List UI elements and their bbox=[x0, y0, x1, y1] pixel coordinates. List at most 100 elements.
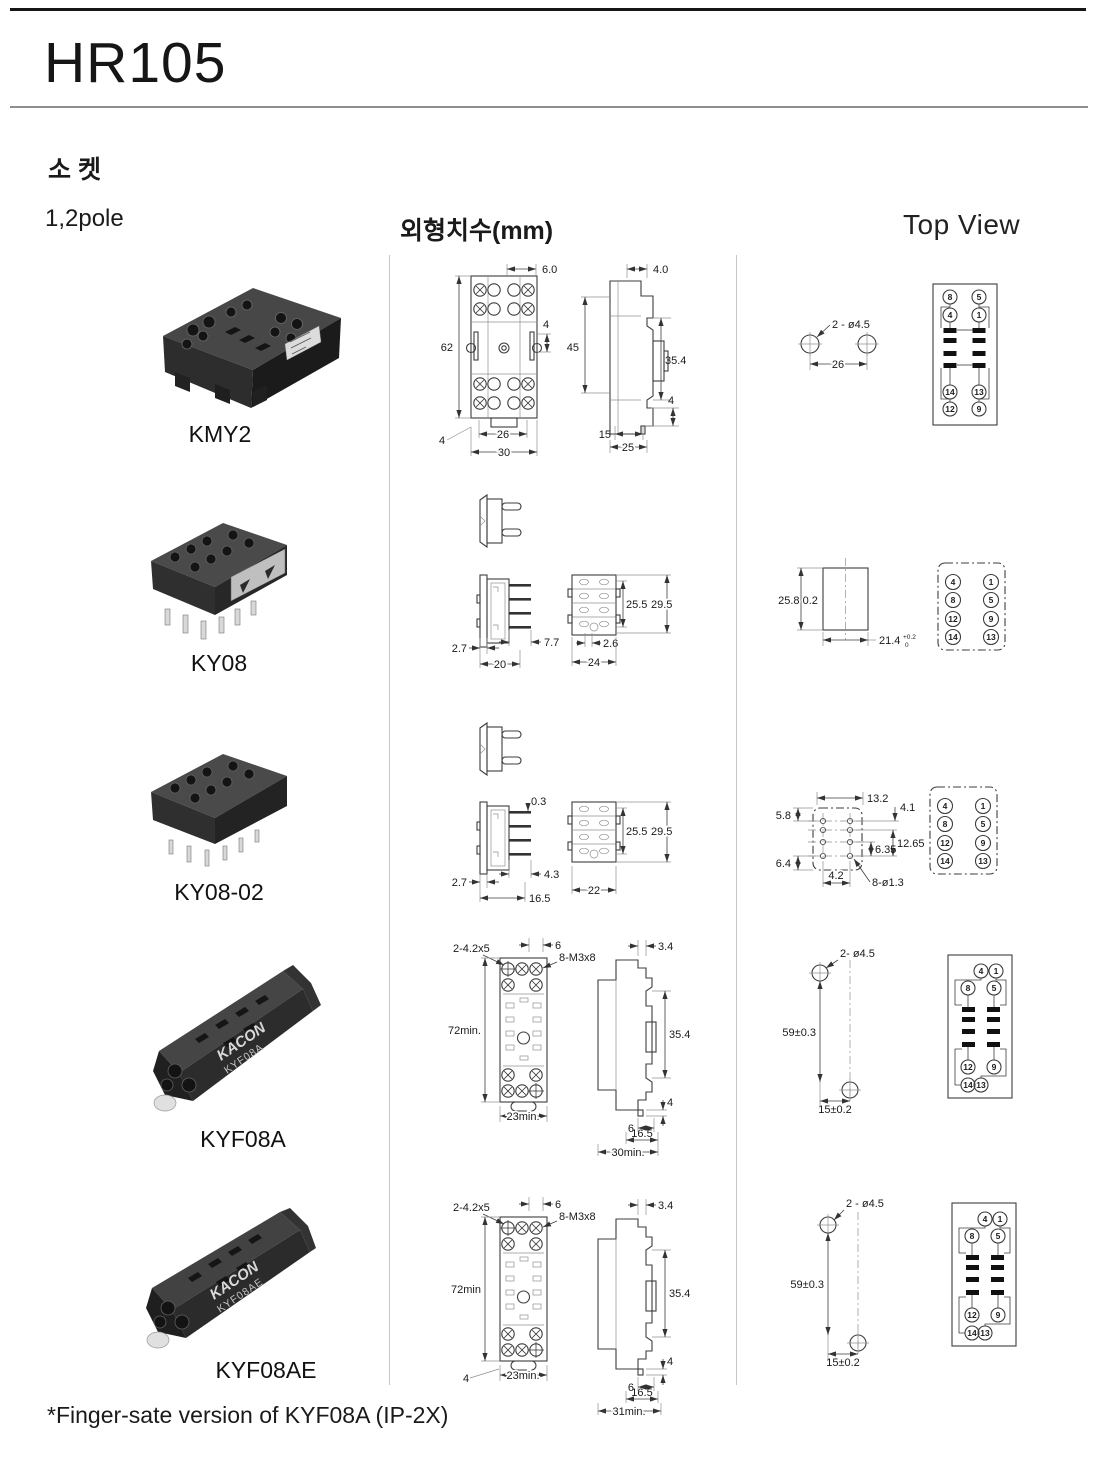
dim-label: 8-M3x8 bbox=[559, 952, 596, 964]
dim-label: 6 bbox=[628, 1123, 634, 1135]
dimensions-header: 외형치수(mm) bbox=[400, 217, 554, 245]
pin-number: 12 bbox=[940, 838, 950, 848]
dim-label: +0.2 bbox=[903, 634, 916, 641]
dim-label: 2.6 bbox=[603, 638, 618, 650]
dim-label: 6 bbox=[628, 1382, 634, 1394]
dim-label: 6 bbox=[555, 1199, 561, 1211]
dim-label: 8-ø1.3 bbox=[872, 877, 904, 889]
pin-number: 13 bbox=[978, 856, 988, 866]
pin-number: 14 bbox=[963, 1080, 973, 1090]
pin-number: 8 bbox=[951, 595, 956, 605]
pin-number: 5 bbox=[981, 819, 986, 829]
pin-number: 4 bbox=[948, 310, 953, 320]
topview-header: Top View bbox=[903, 209, 1021, 240]
dim-label: 35.4 bbox=[669, 1029, 690, 1041]
kyf08ae-photo: KACON KYF08AE bbox=[146, 1208, 316, 1349]
dim-label: 35.4 bbox=[669, 1288, 690, 1300]
dim-label: 4.3 bbox=[544, 869, 559, 881]
dim-label: 59±0.3 bbox=[790, 1279, 824, 1291]
pin-number: 1 bbox=[989, 577, 994, 587]
dim-label: 16.5 bbox=[631, 1387, 652, 1399]
dim-label: 59±0.3 bbox=[782, 1027, 816, 1039]
dim-label: 7.7 bbox=[544, 637, 559, 649]
pin-number: 12 bbox=[945, 404, 955, 414]
dim-label: 22 bbox=[588, 885, 600, 897]
dim-label: 4.1 bbox=[900, 802, 915, 814]
ky08-02-topview-drawing: 13.2 4.1 5.8 12.65 6.35 6.4 4.2 8-ø1.3 4… bbox=[776, 786, 998, 889]
dim-label: 4 bbox=[667, 1097, 673, 1109]
pin-number: 9 bbox=[989, 614, 994, 624]
dim-label: 4.2 bbox=[828, 870, 843, 882]
product-label-ky08-02: KY08-02 bbox=[174, 879, 264, 905]
dim-label: 25.8 0.2 bbox=[778, 595, 818, 607]
kyf08ae-topview-drawing: 2 - ø4.5 59±0.3 15±0.2 4 1 8 5 12 9 14 1… bbox=[789, 1198, 1017, 1369]
dim-label: 0.3 bbox=[531, 796, 546, 808]
dim-label: 21.4 bbox=[879, 635, 900, 647]
dim-label: 23min. bbox=[506, 1111, 539, 1123]
dim-label: 23min. bbox=[506, 1370, 539, 1382]
dim-label: 8-M3x8 bbox=[559, 1211, 596, 1223]
pin-number: 8 bbox=[948, 292, 953, 302]
dim-label: 30min. bbox=[611, 1147, 644, 1159]
product-label-kyf08a: KYF08A bbox=[200, 1126, 286, 1152]
pin-number: 4 bbox=[983, 1214, 988, 1224]
dim-label: 6.0 bbox=[542, 264, 557, 276]
dim-label: 15±0.2 bbox=[818, 1104, 852, 1116]
dim-label: 29.5 bbox=[651, 826, 672, 838]
kmy2-dimension-drawing: 6.0 62 4 4 26 30 4.0 45 35.4 4 15 bbox=[439, 264, 686, 461]
dim-label: 4 bbox=[668, 395, 674, 407]
pin-number: 1 bbox=[977, 310, 982, 320]
pin-number: 5 bbox=[989, 595, 994, 605]
kyf08a-dimension-drawing: 2-4.2x5 6 8-M3x8 72min. 23min. 3.4 35.4 … bbox=[446, 938, 690, 1161]
pin-number: 5 bbox=[992, 983, 997, 993]
pin-number: 9 bbox=[977, 404, 982, 414]
product-label-kmy2: KMY2 bbox=[188, 421, 252, 447]
dim-label: 12.65 bbox=[897, 838, 925, 850]
dim-label: 2-4.2x5 bbox=[453, 943, 490, 955]
dim-label: 3.4 bbox=[658, 1200, 673, 1212]
column-divider bbox=[736, 255, 737, 1385]
pin-number: 8 bbox=[970, 1231, 975, 1241]
pin-number: 9 bbox=[981, 838, 986, 848]
dim-label: 16.5 bbox=[631, 1128, 652, 1140]
pin-number: 1 bbox=[994, 966, 999, 976]
pin-number: 14 bbox=[945, 387, 955, 397]
dim-label: 2-4.2x5 bbox=[453, 1202, 490, 1214]
dim-label: 62 bbox=[441, 342, 453, 354]
dim-label: 2- ø4.5 bbox=[840, 948, 875, 960]
ky08-02-dimension-drawing: 0.3 4.3 2.7 16.5 25.5 29.5 22 bbox=[452, 722, 674, 905]
pin-number: 12 bbox=[967, 1310, 977, 1320]
pin-number: 9 bbox=[996, 1310, 1001, 1320]
dim-label: 26 bbox=[832, 359, 844, 371]
dim-label: 72min. bbox=[448, 1025, 481, 1037]
dim-label: 13.2 bbox=[867, 793, 888, 805]
dim-label: 16.5 bbox=[529, 893, 550, 905]
pin-number: 4 bbox=[979, 966, 984, 976]
dim-label: 3.4 bbox=[658, 941, 673, 953]
pin-number: 14 bbox=[967, 1328, 977, 1338]
ky08-dimension-drawing: 2.7 7.7 20 25.5 29.5 2.6 24 bbox=[452, 494, 674, 673]
dim-label: 2 - ø4.5 bbox=[846, 1198, 884, 1210]
kmy2-topview-drawing: 2 - ø4.5 26 8 5 4 1 14 13 12 9 bbox=[798, 283, 998, 426]
pin-number: 14 bbox=[940, 856, 950, 866]
title-rule bbox=[10, 106, 1088, 108]
kyf08a-photo: KACON KYF08A bbox=[153, 965, 321, 1112]
dim-label: 25 bbox=[622, 442, 634, 454]
dim-label: 30 bbox=[498, 447, 510, 459]
dim-label: 6.35 bbox=[875, 844, 896, 856]
product-label-ky08: KY08 bbox=[190, 650, 248, 676]
dim-label: 5.8 bbox=[776, 810, 791, 822]
dim-label: 29.5 bbox=[651, 599, 672, 611]
pin-number: 12 bbox=[963, 1062, 973, 1072]
column-divider bbox=[389, 255, 390, 1385]
footnote: *Finger-sate version of KYF08A (IP-2X) bbox=[47, 1402, 449, 1428]
page-title: HR105 bbox=[44, 31, 227, 95]
top-rule bbox=[10, 8, 1086, 11]
dim-label: 15±0.2 bbox=[826, 1357, 860, 1369]
ky08-photo bbox=[151, 523, 287, 640]
dim-label: 2 - ø4.5 bbox=[832, 319, 870, 331]
dim-label: 25.5 bbox=[626, 599, 647, 611]
dim-label: 4 bbox=[463, 1373, 469, 1385]
dim-label: 6.4 bbox=[776, 858, 791, 870]
